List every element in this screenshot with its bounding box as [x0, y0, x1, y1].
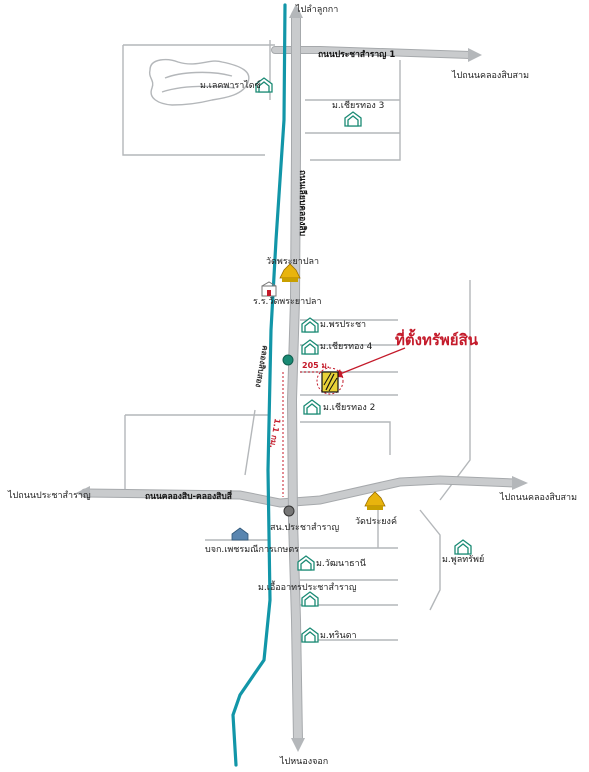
village-icon-wattanathani	[297, 555, 315, 571]
village-icons	[255, 77, 472, 643]
property-marker	[316, 367, 344, 395]
canal-label: คลองสิบสอง	[254, 345, 270, 389]
village-icon-tharinda	[301, 627, 319, 643]
village-icon-chiangthong3	[344, 111, 362, 127]
school-icon	[261, 281, 277, 297]
temple-icon-prayong	[364, 491, 386, 510]
lake-outline	[148, 58, 250, 106]
dest-northeast: ไปถนนคลองสิบสาม	[451, 70, 529, 81]
label-wat-praya: วัดพระยาปลา	[266, 257, 319, 267]
label-wat-prayong: วัดประยงค์	[355, 515, 397, 527]
label-chiangthong4: ม.เชียรทอง 4	[320, 341, 373, 352]
west-arrow	[76, 486, 90, 500]
village-icon-ueaarthon	[301, 591, 319, 607]
road-label-prachasamran1: ถนนประชาสำราญ 1	[318, 49, 395, 60]
major-roads	[80, 10, 520, 745]
company-icon	[231, 527, 249, 541]
label-tharinda: ม.ทรินดา	[320, 630, 357, 641]
label-phunsap: ม.พูลทรัพย์	[442, 553, 484, 565]
dest-north: ไปลำลูกกา	[295, 4, 338, 15]
dest-west: ไปถนนประชาสำราญ	[7, 490, 91, 501]
village-icon-chiangthong2	[303, 399, 321, 415]
label-police: สน.ประชาสำราญ	[270, 522, 339, 533]
junction-marker	[282, 354, 294, 366]
label-school-praya: ร.ร.วัดพระยาปลา	[253, 297, 322, 307]
property-label: ที่ตั้งทรัพย์สิน	[395, 328, 479, 349]
distance-main: 205 ม.	[302, 361, 330, 370]
temple-icon-praya	[279, 263, 301, 282]
south-arrow	[291, 738, 305, 752]
label-ueaarthon: ม.เอื้ออาทรประชาสำราญ	[258, 580, 357, 593]
village-icon-chiangthong4	[301, 339, 319, 355]
minor-roads	[122, 40, 471, 641]
north-arrow	[289, 4, 303, 18]
label-wattanathani: ม.วัฒนาธานี	[316, 558, 366, 569]
label-pornpracha: ม.พรประชา	[320, 320, 366, 330]
dest-south: ไปหนองจอก	[279, 756, 328, 767]
northeast-arrow	[468, 48, 482, 62]
label-chiangthong3: ม.เชียรทอง 3	[332, 100, 384, 111]
label-lakeparadise: ม.เลคพาราไดซ์	[200, 79, 261, 91]
village-icon-lakeparadise	[255, 77, 273, 93]
label-company: บจก.เพชรมณีการเกษตร	[205, 544, 299, 555]
canal-line	[231, 3, 287, 767]
village-icon-pornpracha	[301, 317, 319, 333]
road-label-main: ถนนเลียบคลองสิบ	[297, 170, 308, 236]
property-pointer	[333, 347, 406, 378]
police-icon	[283, 505, 295, 517]
east-arrow	[512, 476, 528, 490]
road-label-khlongsip: ถนนคลองสิบ-คลองสิบสี่	[145, 489, 233, 502]
village-icon-phunsap	[454, 539, 472, 555]
dest-east: ไปถนนคลองสิบสาม	[499, 492, 577, 503]
label-chiangthong2: ม.เชียรทอง 2	[323, 402, 375, 413]
